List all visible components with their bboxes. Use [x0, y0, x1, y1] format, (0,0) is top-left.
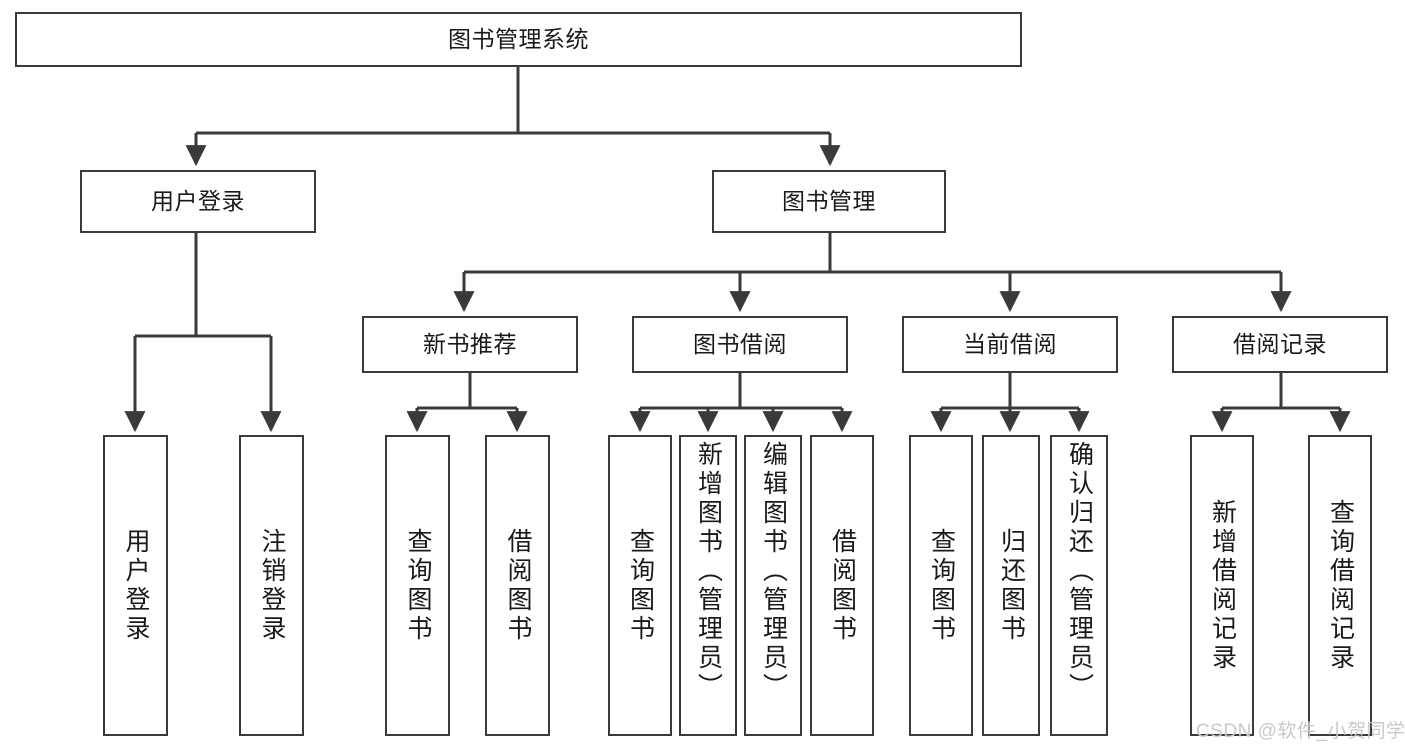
- leaf-borrow-borrow-book[interactable]: 借阅图书: [810, 435, 874, 736]
- node-label: 查询图书: [927, 527, 956, 644]
- node-borrow-records[interactable]: 借阅记录: [1172, 316, 1388, 373]
- node-label: 借阅图书: [504, 527, 532, 644]
- node-book-borrow[interactable]: 图书借阅: [632, 316, 848, 373]
- node-label: 归还图书: [997, 527, 1026, 644]
- node-label: 图书借阅: [693, 331, 787, 358]
- node-label: 图书管理系统: [448, 26, 589, 53]
- node-label: 图书管理: [782, 188, 876, 215]
- leaf-newbook-borrow-book[interactable]: 借阅图书: [485, 435, 550, 736]
- node-label: 查询借阅记录: [1326, 498, 1355, 673]
- node-label: 查询图书: [404, 527, 432, 644]
- node-current-borrow[interactable]: 当前借阅: [902, 316, 1118, 373]
- node-label: 编辑图书（管理员）: [759, 441, 788, 702]
- node-label: 用户登录: [122, 527, 150, 644]
- leaf-records-add-record[interactable]: 新增借阅记录: [1190, 435, 1254, 736]
- node-label: 当前借阅: [963, 331, 1057, 358]
- leaf-user-login-signin[interactable]: 用户登录: [103, 435, 168, 736]
- leaf-newbook-query-book[interactable]: 查询图书: [385, 435, 450, 736]
- csdn-watermark: CSDN @软件_小贺同学: [1196, 721, 1405, 742]
- node-label: 借阅图书: [828, 527, 857, 644]
- node-label: 新增图书（管理员）: [694, 441, 723, 702]
- node-label: 注销登录: [258, 527, 286, 644]
- node-label: 查询图书: [626, 527, 655, 644]
- node-book-management[interactable]: 图书管理: [712, 170, 946, 233]
- node-label: 新增借阅记录: [1208, 498, 1237, 673]
- node-label: 新书推荐: [423, 331, 517, 358]
- node-user-login[interactable]: 用户登录: [80, 170, 316, 233]
- node-new-book-recommend[interactable]: 新书推荐: [362, 316, 578, 373]
- node-label: 确认归还（管理员）: [1065, 441, 1094, 702]
- leaf-user-login-signout[interactable]: 注销登录: [239, 435, 304, 736]
- leaf-current-return-book[interactable]: 归还图书: [982, 435, 1040, 736]
- leaf-records-query-record[interactable]: 查询借阅记录: [1308, 435, 1372, 736]
- leaf-current-query-book[interactable]: 查询图书: [909, 435, 973, 736]
- leaf-current-confirm-return-admin[interactable]: 确认归还（管理员）: [1050, 435, 1108, 736]
- leaf-borrow-edit-book-admin[interactable]: 编辑图书（管理员）: [744, 435, 802, 736]
- node-root-system[interactable]: 图书管理系统: [15, 12, 1022, 67]
- node-label: 用户登录: [151, 188, 245, 215]
- leaf-borrow-query-book[interactable]: 查询图书: [608, 435, 672, 736]
- leaf-borrow-add-book-admin[interactable]: 新增图书（管理员）: [679, 435, 737, 736]
- node-label: 借阅记录: [1233, 331, 1327, 358]
